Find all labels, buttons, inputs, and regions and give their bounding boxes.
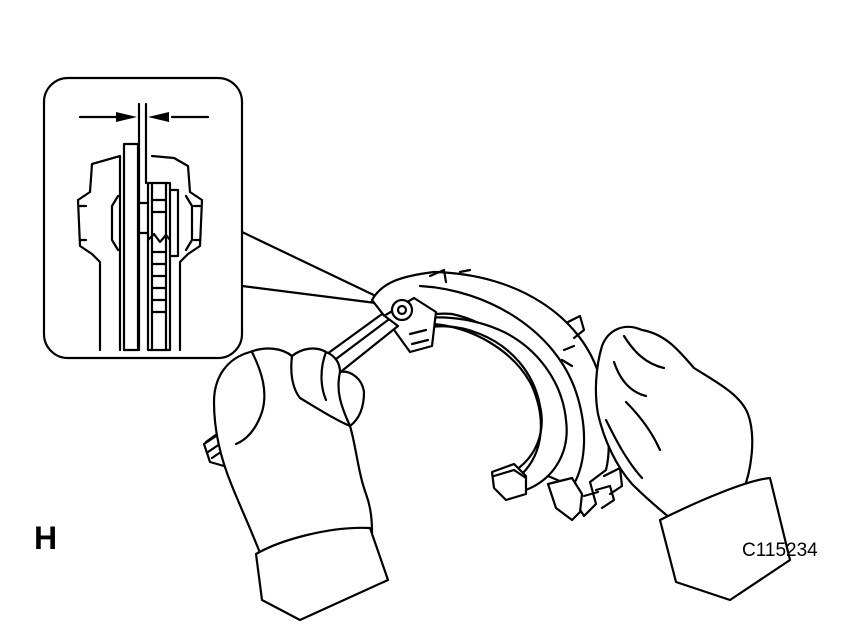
rod-plate (146, 181, 172, 352)
callout-leader-upper (240, 230, 382, 300)
rod-bolt-head (390, 298, 414, 322)
bolt-head-left (110, 194, 120, 252)
bolt-shank (136, 201, 150, 235)
cap-outer-rim (418, 284, 586, 486)
bolt-head-right (184, 194, 194, 252)
cap-bracket (546, 476, 584, 522)
nut-outline (168, 188, 180, 258)
right-hand-grip (582, 466, 624, 498)
left-hand-knuckles (298, 396, 352, 428)
arrow-left-icon (148, 112, 169, 122)
rod-bolt-center (396, 304, 408, 316)
bearing-tip (490, 462, 528, 502)
step-letter: H (34, 520, 58, 556)
break-line (146, 232, 172, 244)
rod-cross-section (76, 142, 204, 352)
bolt-boss-edges (408, 328, 430, 346)
bearing-tip-edge (492, 468, 528, 480)
arrow-right-icon (116, 112, 137, 122)
rod-top-left (90, 154, 122, 166)
right-hand-fingers (612, 334, 666, 398)
left-hand-thumb (234, 350, 266, 446)
cap-top-ribs (428, 268, 472, 284)
left-hand (212, 347, 390, 622)
right-hand (582, 325, 792, 602)
cap-plate (122, 142, 140, 352)
rod-flange-left (78, 204, 88, 242)
callout-frame (42, 76, 244, 360)
callout-leader-lower (240, 284, 378, 305)
rod-outline-right (150, 154, 204, 352)
rod-plate-inner (150, 181, 168, 352)
bearing-inner-line (430, 322, 542, 476)
left-hand-fingers (290, 350, 352, 428)
connecting-rod-cap (370, 268, 616, 522)
right-sleeve (658, 476, 792, 602)
cap-bracket-rib (594, 484, 616, 510)
left-sleeve (254, 526, 390, 622)
rod-flange-right (192, 204, 202, 242)
right-hand-palm-lines (604, 400, 662, 480)
cap-notches (560, 314, 586, 368)
left-hand-outline (212, 347, 374, 560)
figure-code: C115234 (742, 540, 818, 561)
detail-callout (42, 76, 382, 360)
rod-plate-hatch (150, 198, 168, 314)
